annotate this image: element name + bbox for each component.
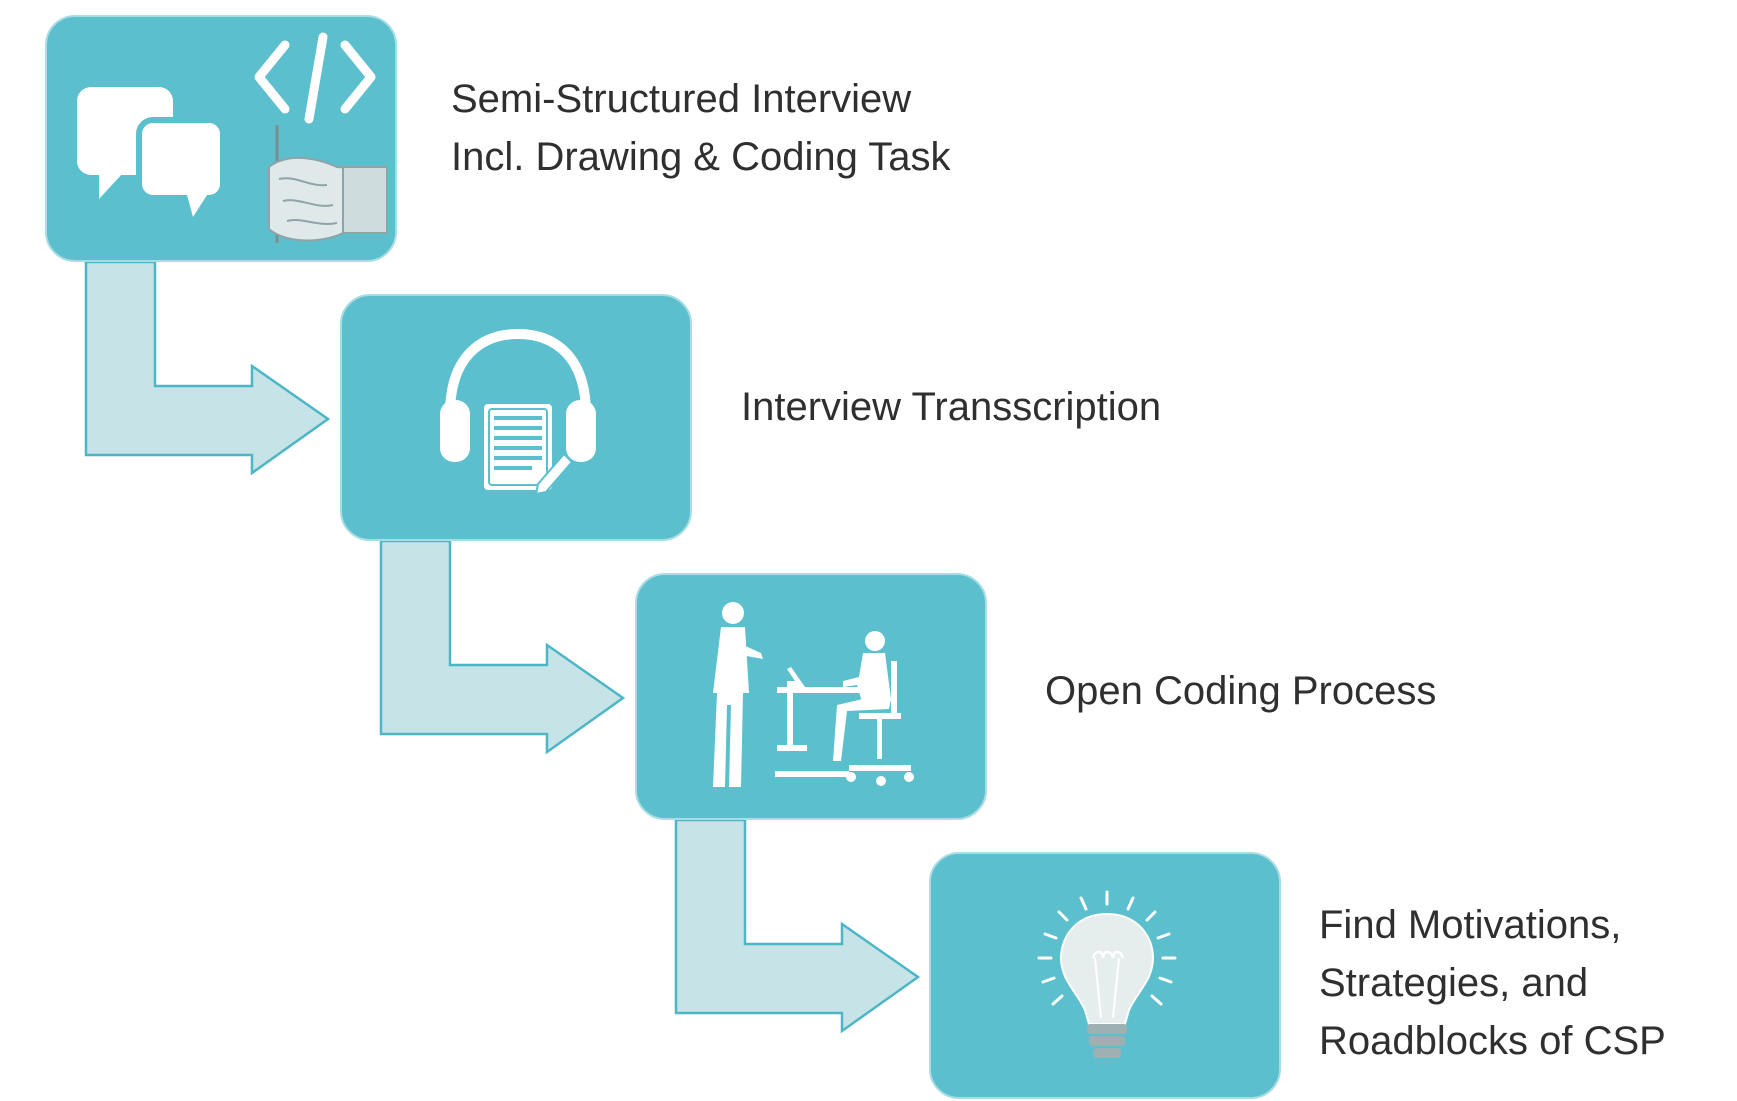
step-1-label: Semi-Structured Interview Incl. Drawing … [451, 70, 951, 186]
step-4-label: Find Motivations, Strategies, and Roadbl… [1319, 896, 1666, 1070]
headphones-transcript-icon [440, 328, 596, 496]
people-meeting-icon [713, 602, 914, 787]
drawing-hand-icon [268, 125, 388, 243]
step-2-box [340, 294, 692, 541]
arrow-step1-to-step2 [84, 260, 331, 476]
step-3-label: Open Coding Process [1045, 662, 1436, 720]
speech-bubbles-icon [77, 87, 226, 217]
code-brackets-icon [254, 32, 376, 124]
arrow-step2-to-step3 [379, 539, 626, 755]
step-3-label-line-1: Open Coding Process [1045, 669, 1437, 713]
step-2-label: Interview Transscription [741, 378, 1161, 436]
step-1-box [45, 15, 397, 262]
step-1-label-line-2: Incl. Drawing & Coding Task [451, 135, 951, 179]
lightbulb-icon [1037, 890, 1177, 1058]
step-1-label-line-1: Semi-Structured Interview [451, 77, 912, 121]
step-4-label-line-2: Strategies, and [1319, 961, 1589, 1005]
step-2-label-line-1: Interview Transscription [741, 385, 1162, 429]
step-4-label-line-1: Find Motivations, [1319, 903, 1622, 947]
arrow-step3-to-step4 [674, 818, 921, 1034]
step-4-label-line-3: Roadblocks of CSP [1319, 1019, 1666, 1063]
step-3-box [635, 573, 987, 820]
step-4-box [929, 852, 1281, 1099]
